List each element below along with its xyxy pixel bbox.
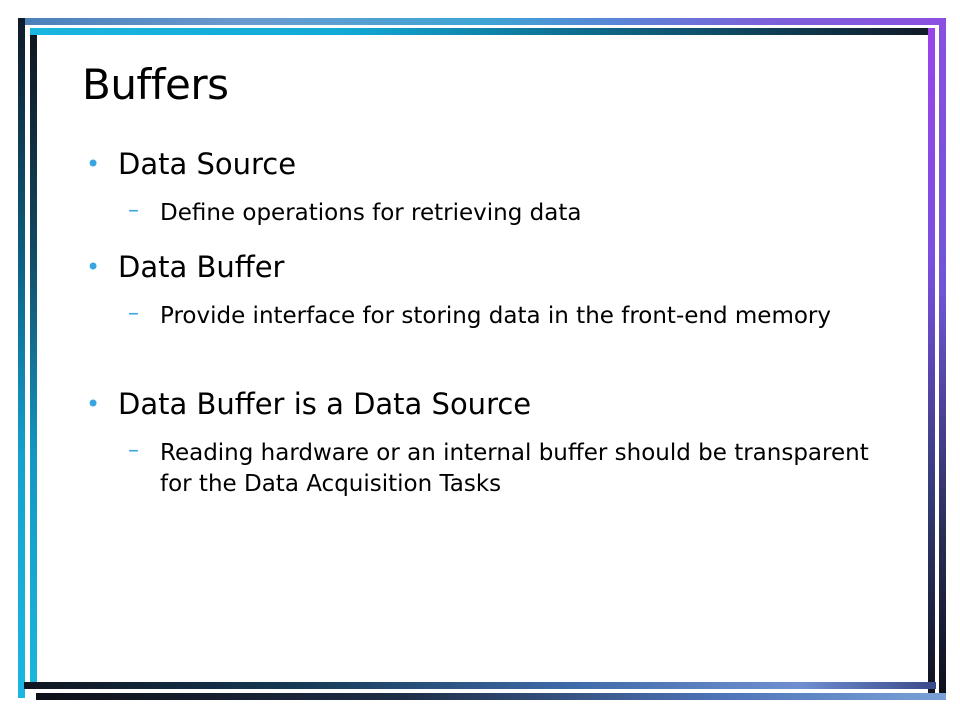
frame-right-inner-bar [928, 28, 935, 693]
dash-marker: – [128, 438, 139, 463]
sub-item-3-1: Reading hardware or an internal buffer s… [160, 440, 869, 497]
bullet-marker: • [86, 390, 101, 418]
bullet-item-1: Data Source [118, 147, 297, 181]
bullet-marker: • [86, 253, 101, 281]
slide-title: Buffers [82, 60, 229, 109]
frame-bottom-outer-bar [24, 682, 936, 689]
dash-marker: – [128, 198, 139, 223]
dash-marker: – [128, 301, 139, 326]
bullet-item-3: Data Buffer is a Data Source [118, 387, 532, 421]
bullet-item-2: Data Buffer [118, 250, 285, 284]
frame-top-outer-bar [18, 18, 946, 25]
frame-bottom-inner-bar [36, 693, 946, 700]
sub-item-1-1: Define operations for retrieving data [160, 200, 582, 226]
sub-item-2-1: Provide interface for storing data in th… [160, 303, 831, 329]
frame-top-inner-bar [30, 28, 928, 35]
frame-right-outer-bar [939, 18, 946, 698]
frame-left-outer-bar [18, 18, 25, 698]
bullet-marker: • [86, 150, 101, 178]
frame-left-inner-bar [30, 35, 37, 685]
